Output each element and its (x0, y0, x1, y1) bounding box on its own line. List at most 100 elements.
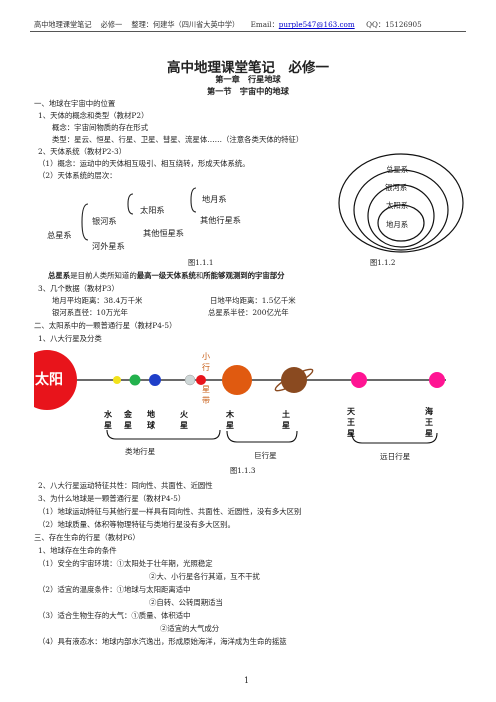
ellipse-total (338, 153, 464, 253)
planet-label-char: 天 (347, 407, 355, 416)
brace-giant (226, 430, 298, 443)
nested-label-solar: 太阳系 (386, 201, 409, 210)
line-cond-1: （1）安全的宇宙环境：①太阳处于壮年期，光照稳定 (38, 559, 213, 568)
planet-label-char: 星 (347, 429, 355, 438)
page-header: 高中地理课堂笔记 必修一 整理：何建华（四川省大英中学） Email：purpl… (34, 20, 422, 30)
line-reason-1: （1）地球运动特征与其他行星一样具有同向性、共面性、近圆性，没有多大区别 (38, 507, 302, 516)
line-cond-1b: ②大、小行星各行其道，互不干扰 (149, 572, 260, 581)
nested-systems-figure (338, 153, 464, 253)
line-system-concept: （1）概念：运动中的天体相互吸引、相互绕转，形成天体系统。 (38, 159, 250, 168)
nested-label-earth-moon: 地月系 (386, 220, 409, 229)
planet-label-char: 土 (282, 410, 290, 419)
venus-dot (129, 374, 141, 386)
caption-fig3: 图1.1.3 (230, 466, 256, 475)
line-concept: 概念：宇宙间物质的存在形式 (52, 123, 149, 132)
planet-label-char: 星 (425, 429, 433, 438)
statement-observable: 所能够观测到的宇宙部分 (203, 271, 285, 280)
chapter-heading: 第一章 行星地球 (215, 74, 281, 84)
section-heading: 第一节 宇宙中的地球 (207, 86, 289, 96)
header-title: 高中地理课堂笔记 (34, 20, 92, 29)
planet-label-char: 星 (226, 421, 234, 430)
nested-label-galaxy: 银河系 (385, 183, 408, 192)
line-system: 2、天体系统（教材P2-3） (38, 147, 127, 156)
belt-char-3: 星 (202, 385, 210, 394)
brace-outer (351, 432, 438, 444)
line-cond-4: （4）具有液态水：地球内部水汽逸出，形成原始海洋，海洋成为生命的摇篮 (38, 637, 287, 646)
page-number: 1 (244, 676, 250, 685)
caption-fig2: 图1.1.2 (370, 258, 396, 267)
planet-label-char: 海 (425, 407, 433, 416)
planet-label-char: 火 (180, 410, 188, 419)
caption-fig1: 图1.1.1 (188, 258, 214, 267)
planet-label-char: 王 (425, 418, 433, 427)
group-giant: 巨行星 (254, 451, 277, 460)
hier-galaxy: 银河系 (92, 216, 117, 226)
line-celestial-bodies: 1、天体的概念和类型（教材P2） (38, 111, 149, 120)
statement-and: 和 (195, 271, 204, 280)
header-email-link[interactable]: purple547@163.com (278, 20, 355, 29)
heading-3: 三、存在生命的行星（教材P6） (34, 533, 140, 542)
data-earth-moon: 地月平均距离：38.4万千米 (52, 296, 143, 305)
hierarchy-diagram (81, 187, 197, 241)
data-galaxy: 银河系直径：10万光年 (52, 308, 128, 317)
ellipse-solar (367, 184, 435, 248)
belt-char-1: 小 (202, 352, 210, 361)
header-rule (30, 31, 466, 32)
neptune-dot (429, 372, 445, 388)
planet-label-jupiter: 木星 (226, 409, 236, 431)
planet-label-mars: 火星 (180, 409, 190, 431)
planet-label-char: 星 (282, 421, 290, 430)
group-outer: 远日行星 (380, 452, 411, 461)
brace-terrestrial (106, 429, 221, 440)
statement-line: 总星系是目前人类所知道的最高一级天体系统和所能够观测到的宇宙部分 (48, 270, 285, 281)
planet-label-char: 球 (147, 421, 155, 430)
heading-2: 二、太阳系中的一颗普通行星（教材P4-5） (34, 321, 177, 330)
mercury-dot (113, 376, 121, 384)
jupiter-dot (222, 365, 252, 395)
document-title: 高中地理课堂笔记 必修一 (167, 60, 329, 76)
heading-1: 一、地球在宇宙中的位置 (34, 99, 116, 108)
planet-label-char: 木 (226, 410, 234, 419)
mars-dot (196, 375, 206, 385)
header-volume: 必修一 (100, 20, 123, 29)
hier-earth-moon: 地月系 (202, 194, 227, 204)
group-terrestrial: 类地行星 (125, 447, 156, 456)
hier-other-planets: 其他行星系 (200, 215, 241, 225)
line-life-conditions: 1、地球存在生命的条件 (38, 546, 117, 555)
planet-label-char: 星 (104, 421, 112, 430)
header-qq: QQ：15126905 (366, 20, 422, 29)
hier-solar: 太阳系 (140, 205, 165, 215)
line-cond-2: （2）适宜的温度条件：①地球与太阳距离适中 (38, 585, 191, 594)
line-planet-features: 2、八大行星运动特征共性：同向性、共面性、近圆性 (38, 481, 213, 490)
planet-label-mercury: 水星 (104, 409, 114, 431)
earth-dot (149, 374, 161, 386)
data-sun-earth: 日地平均距离：1.5亿千米 (210, 296, 296, 305)
planet-label-char: 金 (124, 410, 132, 419)
line-reason-2: （2）地球质量、体积等物理特征与类地行星没有多大区别。 (38, 520, 235, 529)
planet-label-char: 王 (347, 418, 355, 427)
header-compiler: 整理：何建华（四川省大英中学） (131, 20, 240, 29)
sun-circle (34, 350, 77, 410)
ellipse-galaxy (353, 169, 449, 251)
planet-label-venus: 金星 (124, 409, 134, 431)
statement-term: 总星系 (48, 271, 71, 280)
saturn-dot (281, 367, 307, 393)
line-system-levels: （2）天体系统的层次： (38, 171, 117, 180)
hier-other-stars: 其他恒星系 (143, 228, 184, 238)
planet-label-neptune: 海王星 (425, 406, 435, 439)
ellipse-earth-moon (377, 204, 425, 242)
line-cond-2b: ②自转、公转周期适当 (149, 598, 223, 607)
asteroid-dot (184, 374, 196, 386)
planet-label-uranus: 天王星 (347, 406, 357, 439)
line-cond-3b: ②适宜的大气成分 (160, 624, 220, 633)
planet-label-earth: 地球 (147, 409, 157, 431)
planet-label-char: 星 (124, 421, 132, 430)
uranus-dot (351, 372, 367, 388)
belt-char-4: 带 (202, 396, 210, 405)
line-why-ordinary: 3、为什么地球是一颗普通行星（教材P4-5） (38, 494, 186, 503)
line-types: 类型：星云、恒星、行星、卫星、彗星、流星体……（注意各类天体的特征） (52, 135, 304, 144)
statement-mid: 是目前人类所知道的 (70, 271, 137, 280)
hier-root: 总星系 (47, 230, 72, 240)
header-email-label: Email： (250, 20, 279, 29)
planet-label-char: 水 (104, 410, 112, 419)
